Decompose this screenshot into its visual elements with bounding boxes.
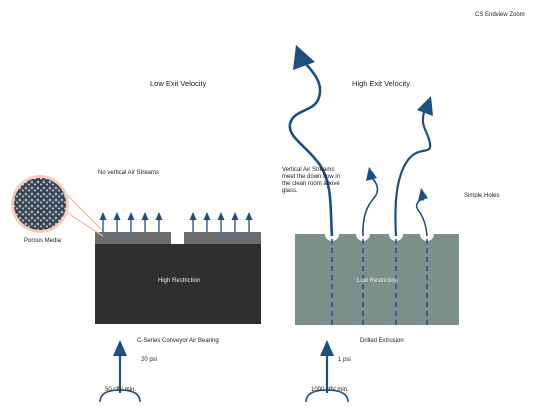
porous-arrow-3 bbox=[127, 212, 135, 232]
hole-3 bbox=[389, 234, 403, 241]
no-vertical-streams-label: No vertical Air Streams bbox=[98, 170, 160, 176]
streams-note-line-1: Vertical Air Streams bbox=[282, 167, 335, 173]
low-exit-velocity-heading: Low Exit Velocity bbox=[150, 79, 207, 88]
hole-4 bbox=[420, 234, 434, 241]
air-stream-medium bbox=[394, 96, 433, 237]
porous-arrow-4 bbox=[141, 212, 149, 232]
porous-leader-line-bottom bbox=[65, 211, 104, 237]
drilled-flow-lines bbox=[331, 238, 428, 325]
vertical-streams-note: Vertical Air Streams meet the down flow … bbox=[282, 167, 340, 195]
high-restriction-label: High Restriction bbox=[158, 278, 201, 284]
porous-arrow-10 bbox=[245, 212, 253, 232]
porous-plate-left bbox=[95, 232, 171, 244]
porous-arrow-1 bbox=[99, 212, 107, 232]
simple-holes bbox=[325, 234, 434, 241]
porous-arrow-7 bbox=[203, 212, 211, 232]
air-stream-small-1 bbox=[362, 167, 379, 237]
right-input-arrow bbox=[305, 340, 349, 403]
simple-holes-label: Simple Holes bbox=[464, 193, 500, 199]
porous-airflow-arrows bbox=[99, 212, 253, 232]
streams-note-line-2: meet the down flow in bbox=[282, 173, 341, 180]
low-restriction-label: Low Restriction bbox=[357, 278, 399, 284]
left-flow-label: 50 cfh/ min. bbox=[105, 387, 137, 393]
air-stream-large bbox=[288, 45, 334, 237]
streams-note-line-3: the clean room above bbox=[282, 180, 340, 187]
left-pressure-label: 20 psi bbox=[141, 357, 158, 363]
porous-plate-right bbox=[184, 232, 261, 244]
hole-2 bbox=[356, 234, 370, 241]
right-flow-label: 1000 cfh/ min. bbox=[311, 387, 349, 393]
air-stream-small-2 bbox=[415, 188, 428, 237]
porous-arrow-6 bbox=[189, 212, 197, 232]
right-caption: Drilled Extrusion bbox=[360, 338, 404, 344]
porous-arrow-2 bbox=[113, 212, 121, 232]
porous-arrow-9 bbox=[231, 212, 239, 232]
diagram-title: CS Endview Zoom bbox=[475, 12, 525, 18]
low-restriction-block bbox=[295, 234, 459, 325]
porous-media-label: Porous Media bbox=[24, 238, 62, 244]
right-pressure-label: 1 psi bbox=[338, 357, 351, 363]
porous-media-zoom bbox=[14, 178, 66, 230]
left-caption: C-Series Conveyor Air Bearing bbox=[137, 338, 219, 344]
high-restriction-block bbox=[95, 244, 261, 324]
porous-arrow-8 bbox=[217, 212, 225, 232]
porous-arrow-5 bbox=[155, 212, 163, 232]
hole-1 bbox=[325, 234, 339, 241]
high-exit-velocity-heading: High Exit Velocity bbox=[352, 79, 410, 88]
left-input-arrow bbox=[99, 340, 141, 403]
streams-note-line-4: glass. bbox=[282, 187, 298, 194]
